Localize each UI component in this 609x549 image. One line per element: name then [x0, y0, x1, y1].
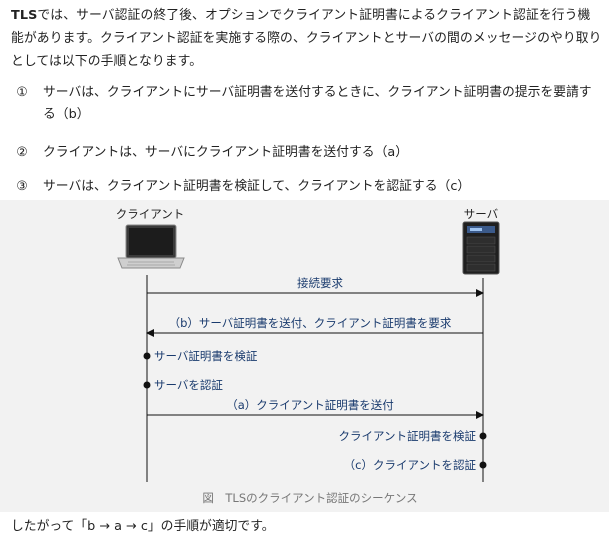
step-number: ① — [16, 85, 28, 100]
message-label: （b）サーバ証明書を送付、クライアント証明書を要求 — [169, 316, 452, 330]
client-label: クライアント — [116, 207, 185, 221]
intro-text: では、サーバ認証の終了後、オプションでクライアント証明書によるクライアント認証を… — [11, 8, 602, 69]
message-label: （a）クライアント証明書を送付 — [226, 398, 394, 412]
conclusion-text: したがって「b → a → c」の手順が適切です。 — [11, 519, 275, 534]
sequence-figure: クライアント サーバ — [0, 200, 609, 512]
step-3: ③ サーバは、クライアント証明書を検証して、クライアントを認証する（c） — [11, 176, 603, 206]
step-number: ③ — [16, 179, 28, 194]
step-number: ② — [16, 145, 28, 160]
action-dot — [143, 352, 151, 360]
step-1: ① サーバは、クライアントにサーバ証明書を送付するときに、クライアント証明書の提… — [11, 82, 603, 142]
action-dot — [479, 432, 487, 440]
action-label: クライアント証明書を検証 — [338, 429, 476, 443]
action-label: サーバを認証 — [154, 378, 223, 392]
action-dot — [143, 381, 151, 389]
action-label: サーバ証明書を検証 — [154, 349, 258, 363]
action-label: （c）クライアントを認証 — [344, 458, 477, 472]
step-text: クライアントは、サーバにクライアント証明書を送付する（a） — [43, 145, 409, 160]
step-text: サーバは、クライアントにサーバ証明書を送付するときに、クライアント証明書の提示を… — [43, 85, 592, 122]
figure-caption: 図 TLSのクライアント認証のシーケンス — [202, 491, 417, 505]
steps-list: ① サーバは、クライアントにサーバ証明書を送付するときに、クライアント証明書の提… — [11, 82, 603, 206]
step-text: サーバは、クライアント証明書を検証して、クライアントを認証する（c） — [43, 179, 471, 194]
message-label: 接続要求 — [297, 276, 343, 290]
intro-paragraph: TLSでは、サーバ認証の終了後、オプションでクライアント証明書によるクライアント… — [11, 4, 603, 73]
laptop-icon — [117, 224, 185, 269]
sequence-diagram: クライアント サーバ — [116, 207, 500, 505]
action-dot — [479, 461, 487, 469]
step-2: ② クライアントは、サーバにクライアント証明書を送付する（a） — [11, 142, 603, 176]
server-label: サーバ — [464, 207, 499, 221]
intro-tls: TLS — [11, 8, 38, 23]
server-icon — [462, 221, 500, 275]
